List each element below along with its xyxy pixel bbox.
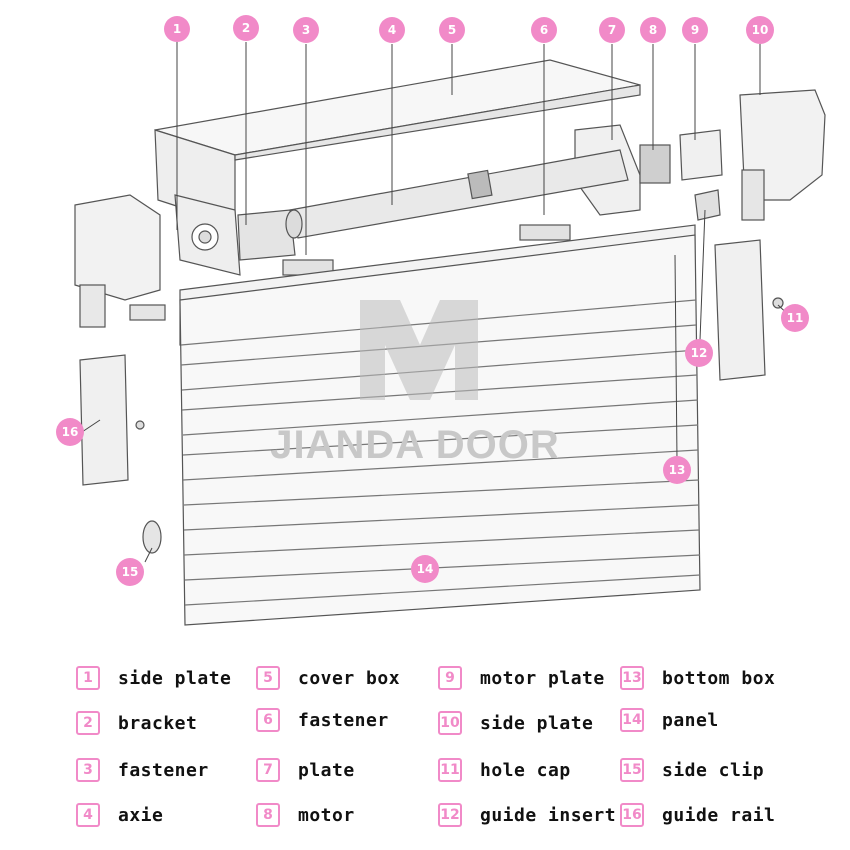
svg-text:12: 12 (691, 346, 708, 360)
callout-3: 3 (293, 17, 319, 43)
callout-13: 13 (663, 456, 691, 484)
bracket-part (237, 209, 296, 261)
callout-1: 1 (164, 16, 190, 42)
svg-text:4: 4 (388, 23, 396, 37)
callout-8: 8 (640, 17, 666, 43)
callout-2: 2 (233, 15, 259, 41)
callout-7: 7 (599, 17, 625, 43)
callout-12: 12 (685, 339, 713, 367)
callout-15: 15 (116, 558, 144, 586)
hole-cap-part (772, 297, 784, 309)
svg-text:11: 11 (787, 311, 804, 325)
svg-text:8: 8 (649, 23, 657, 37)
callouts: 1 2 3 4 5 6 7 8 9 10 11 12 13 14 15 16 (56, 15, 809, 586)
svg-text:3: 3 (302, 23, 310, 37)
watermark-text: JIANDA DOOR (270, 423, 560, 467)
svg-text:13: 13 (669, 463, 686, 477)
side-clip-part (142, 520, 162, 554)
end-cap-left-part (74, 194, 161, 301)
svg-text:16: 16 (62, 425, 79, 439)
watermark: JIANDA DOOR (270, 300, 560, 467)
svg-text:1: 1 (173, 22, 181, 36)
guide-insert-part (694, 189, 721, 221)
svg-text:6: 6 (540, 23, 548, 37)
callout-11: 11 (781, 304, 809, 332)
guide-rail-left-part (79, 354, 129, 486)
callout-4: 4 (379, 17, 405, 43)
svg-text:14: 14 (417, 562, 434, 576)
svg-text:7: 7 (608, 23, 616, 37)
svg-text:5: 5 (448, 23, 456, 37)
callout-5: 5 (439, 17, 465, 43)
callout-6: 6 (531, 17, 557, 43)
fastener-right-part (519, 224, 571, 241)
callout-14: 14 (411, 555, 439, 583)
callout-10: 10 (746, 16, 774, 44)
svg-text:9: 9 (691, 23, 699, 37)
axle-part (285, 149, 629, 239)
leader-lines (81, 42, 793, 563)
callout-9: 9 (682, 17, 708, 43)
svg-text:2: 2 (242, 21, 250, 35)
svg-text:15: 15 (122, 565, 139, 579)
motor-plate-part (679, 129, 723, 181)
panel-part (179, 234, 701, 626)
callout-16: 16 (56, 418, 84, 446)
svg-text:10: 10 (752, 23, 769, 37)
guide-rail-right-part (714, 239, 766, 381)
motor-part (639, 144, 671, 184)
